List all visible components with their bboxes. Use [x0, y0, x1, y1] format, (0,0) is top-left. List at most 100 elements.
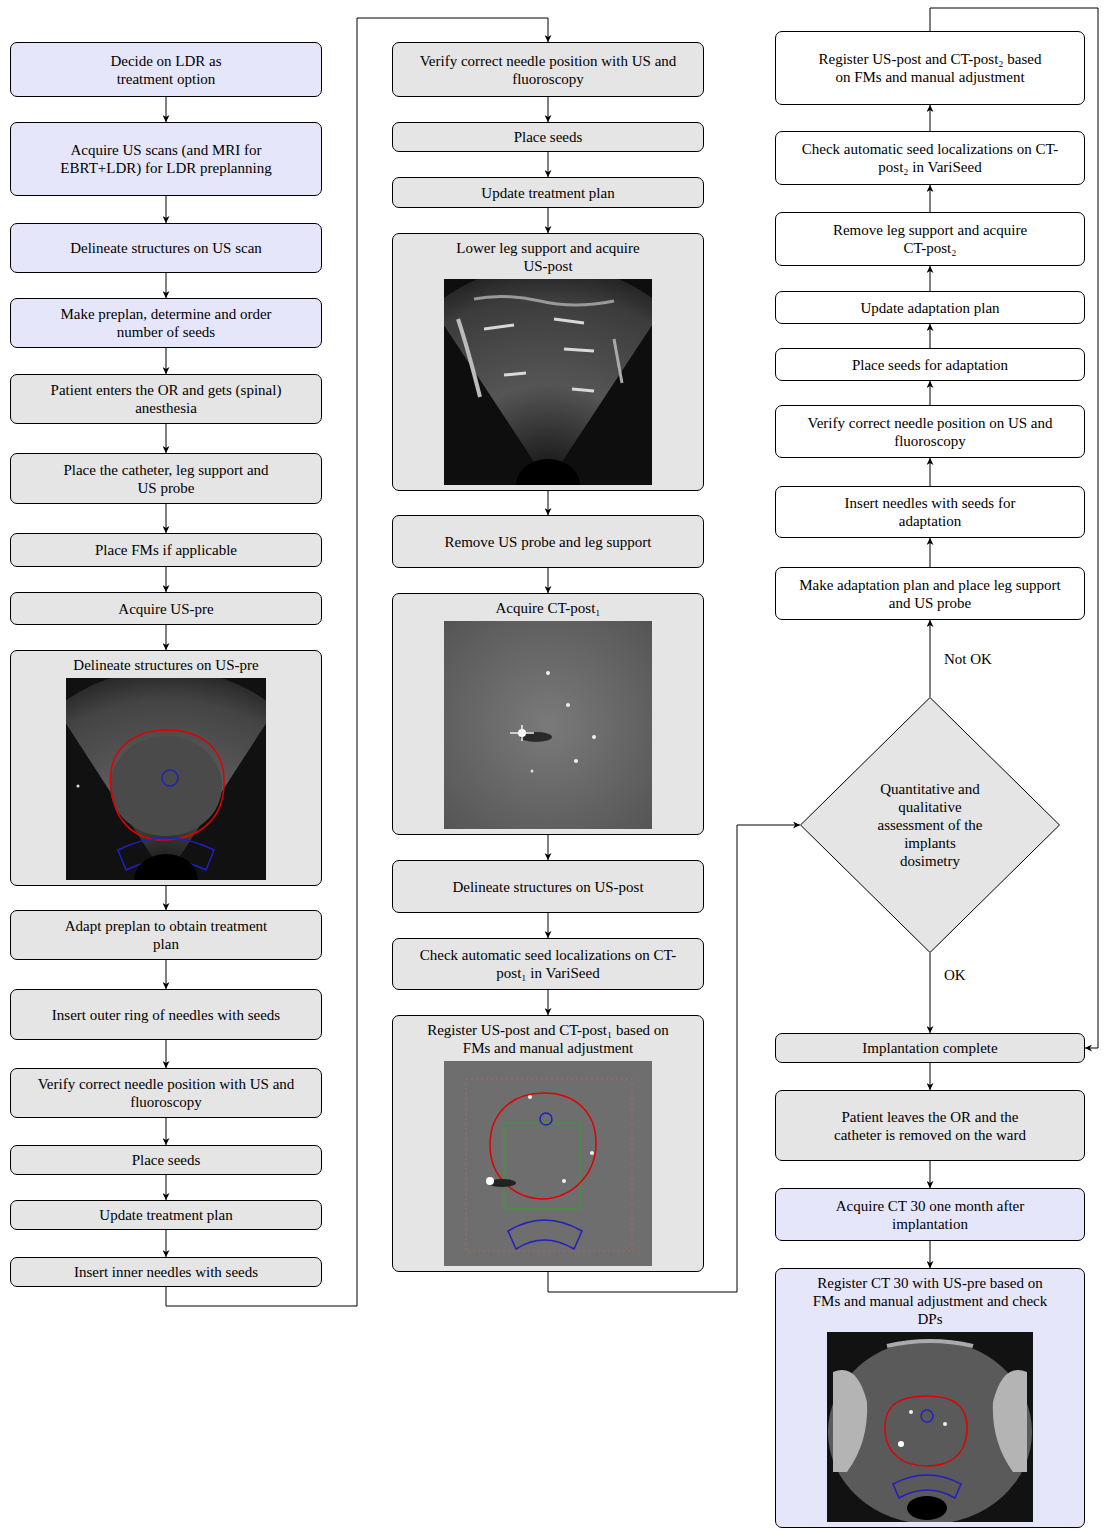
- hip-bone: [833, 1370, 867, 1472]
- flow-arrow: [548, 152, 549, 177]
- ultrasound-image: [66, 678, 266, 880]
- box-text: Verify correct needle position with US a…: [19, 1075, 313, 1111]
- flow-arrow: [166, 348, 167, 374]
- us-frame: [504, 1123, 580, 1209]
- flow-arrow: [166, 625, 167, 650]
- box-text: Make adaptation plan and place leg suppo…: [795, 576, 1065, 612]
- registration-image: [444, 1061, 652, 1266]
- process-box: Place FMs if applicable: [10, 533, 322, 567]
- box-text: Delineate structures on US scan: [70, 239, 262, 257]
- flow-arrow: [548, 835, 549, 860]
- ultrasound-image: [444, 279, 652, 485]
- box-text: Patient enters the OR and gets (spinal) …: [36, 381, 296, 417]
- box-text: Update treatment plan: [481, 184, 614, 202]
- box-text: Make preplan, determine and order number…: [36, 305, 296, 341]
- seed-glare: [510, 725, 534, 741]
- prostate-contour: [885, 1396, 967, 1466]
- process-box: Verify correct needle position with US a…: [392, 42, 704, 97]
- box-text: Place the catheter, leg support and US p…: [56, 461, 276, 497]
- flow-arrow: [166, 97, 167, 122]
- process-box: Delineate structures on US-pre: [10, 650, 322, 886]
- process-box: Register CT 30 with US-pre based on FMs …: [775, 1268, 1085, 1528]
- edge-label: OK: [942, 966, 968, 984]
- process-box: Insert outer ring of needles with seeds: [10, 989, 322, 1040]
- seed-dot: [77, 785, 80, 788]
- process-box: Verify correct needle position on US and…: [775, 405, 1085, 458]
- flow-arrow: [166, 1118, 167, 1145]
- box-text: Delineate structures on US-post: [452, 878, 643, 896]
- process-box: Place the catheter, leg support and US p…: [10, 453, 322, 504]
- image-ground: [444, 621, 652, 829]
- process-box: Patient enters the OR and gets (spinal) …: [10, 374, 322, 424]
- process-box: Acquire CT 30 one month after implantati…: [775, 1188, 1085, 1241]
- decision-diamond: Quantitative and qualitative assessment …: [800, 697, 1060, 953]
- seed-spot: [943, 1422, 947, 1426]
- box-text: Verify correct needle position with US a…: [401, 52, 695, 88]
- urethra-contour: [162, 770, 178, 786]
- seed-spot: [486, 1177, 494, 1185]
- process-box: Patient leaves the OR and the catheter i…: [775, 1090, 1085, 1161]
- process-box: Place seeds: [10, 1145, 322, 1175]
- process-box: Implantation complete: [775, 1033, 1085, 1063]
- flow-arrow: [548, 913, 549, 938]
- box-text: Lower leg support and acquire US-post: [448, 239, 648, 275]
- process-box: Check automatic seed localizations on CT…: [775, 131, 1085, 185]
- flow-arrow: [166, 504, 167, 533]
- box-text: Check automatic seed localizations on CT…: [413, 946, 683, 982]
- urethra-contour: [540, 1113, 552, 1125]
- box-text: Place seeds for adaptation: [852, 356, 1008, 374]
- flow-arrow: [930, 1161, 931, 1188]
- process-box: Decide on LDR as treatment option: [10, 42, 322, 97]
- flow-arrow: [930, 185, 931, 212]
- flow-arrow: [166, 273, 167, 298]
- flow-arrow: [548, 97, 549, 122]
- process-box: Register US-post and CT-post₁ based on F…: [392, 1015, 704, 1272]
- urethra-contour: [921, 1410, 933, 1422]
- box-text: Acquire US scans (and MRI for EBRT+LDR) …: [51, 141, 281, 177]
- box-text: Acquire CT-post₁: [495, 599, 600, 617]
- hip-bone: [993, 1370, 1027, 1472]
- probe-shadow: [516, 459, 580, 485]
- seed-spot: [590, 1151, 594, 1155]
- seed-spot: [562, 1179, 566, 1183]
- flow-arrow: [166, 1175, 167, 1200]
- flow-arrow: [548, 568, 549, 593]
- box-text: Quantitative and qualitative assessment …: [875, 780, 985, 870]
- flow-arrow: [166, 567, 167, 592]
- seed-echoes: [484, 319, 594, 391]
- box-text: Insert inner needles with seeds: [74, 1263, 258, 1281]
- ct-frame: [466, 1079, 632, 1251]
- tissue-echo: [474, 296, 614, 305]
- process-box: Acquire US scans (and MRI for EBRT+LDR) …: [10, 122, 322, 196]
- process-box: Adapt preplan to obtain treatment plan: [10, 910, 322, 960]
- box-text: Check automatic seed localizations on CT…: [800, 140, 1060, 176]
- box-text: Place seeds: [132, 1151, 201, 1169]
- ultrasound-sector: [444, 279, 652, 483]
- process-box: Delineate structures on US-post: [392, 860, 704, 913]
- box-text: Update adaptation plan: [860, 299, 999, 317]
- seed-spot: [566, 703, 570, 707]
- process-box: Check automatic seed localizations on CT…: [392, 938, 704, 990]
- box-text: Register US-post and CT-post₁ based on F…: [423, 1021, 673, 1057]
- process-box: Remove US probe and leg support: [392, 515, 704, 568]
- flow-arrow: [166, 196, 167, 223]
- flow-arrow: [930, 1063, 931, 1090]
- flow-arrow: [166, 424, 167, 453]
- flow-arrow: [548, 208, 549, 233]
- flow-arrow: [930, 620, 931, 697]
- flow-arrow: [548, 990, 549, 1015]
- needle-streak: [458, 319, 480, 397]
- process-box: Place seeds: [392, 122, 704, 152]
- box-text: Place seeds: [514, 128, 583, 146]
- box-text: Delineate structures on US-pre: [73, 656, 258, 674]
- box-text: Acquire CT 30 one month after implantati…: [820, 1197, 1040, 1233]
- flow-arrow: [930, 324, 931, 348]
- process-box: Lower leg support and acquire US-post: [392, 233, 704, 491]
- box-text: Update treatment plan: [99, 1206, 232, 1224]
- prostate-contour: [110, 730, 224, 840]
- seed-spot: [909, 1410, 913, 1414]
- process-box: Place seeds for adaptation: [775, 348, 1085, 381]
- flow-arrow: [930, 538, 931, 567]
- flow-arrow: [166, 960, 167, 989]
- box-text: Register US-post and CT-post₂ based on F…: [810, 50, 1050, 86]
